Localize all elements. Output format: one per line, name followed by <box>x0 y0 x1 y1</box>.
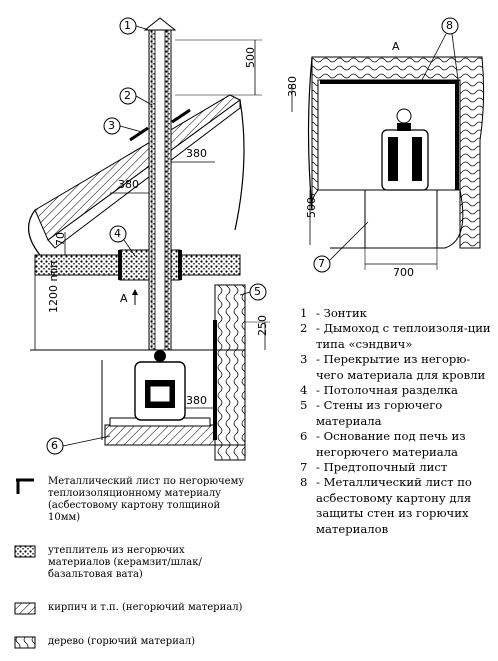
legend-item: 8- Металлический лист по асбестовому кар… <box>300 475 472 536</box>
callout-4 <box>109 225 136 257</box>
callout-5 <box>239 283 267 301</box>
callout-1 <box>119 17 150 35</box>
callout-4-label: 4 <box>114 227 121 240</box>
callout-6-label: 6 <box>51 439 58 452</box>
stove-base <box>104 424 216 446</box>
marker-a-plan: A <box>392 40 400 53</box>
callout-7-label: 7 <box>318 257 325 270</box>
callout-6 <box>46 435 111 455</box>
chimney-cap <box>143 17 177 31</box>
callout-3 <box>103 117 143 135</box>
dim-70: 70 <box>54 232 67 246</box>
key-brick: кирпич и т.п. (негорючий материал) <box>14 602 254 630</box>
wood-symbol <box>14 636 36 649</box>
right-wall <box>214 284 246 461</box>
callout-8-label: 8 <box>446 19 453 32</box>
legend-item: 3- Перекрытие из негорю-чего материала д… <box>300 352 486 382</box>
dim-380-roof: 380 <box>186 147 207 160</box>
callout-3-label: 3 <box>108 119 115 132</box>
legend-item: 6- Основание под печь из негорючего мате… <box>300 429 466 459</box>
dim-380-stove: 380 <box>186 394 207 407</box>
key-metal: Металлический лист по негорючему теплоиз… <box>14 476 254 526</box>
callout-5-label: 5 <box>254 285 261 298</box>
plan-pre-stove-sheet <box>364 189 438 249</box>
legend-item: 5- Стены из горючего материала <box>300 398 443 428</box>
legend: 1- Зонтик 2- Дымоход с теплоизоля-ции ти… <box>300 306 496 537</box>
callout-2-label: 2 <box>124 89 131 102</box>
brick-symbol <box>14 602 36 615</box>
dim-500-plan: 500 <box>305 197 318 218</box>
insulation-symbol <box>14 545 36 558</box>
metal-symbol <box>16 478 34 494</box>
legend-item: 4- Потолочная разделка <box>300 383 458 398</box>
legend-item: 2- Дымоход с теплоизоля-ции типа «сэндви… <box>300 321 491 351</box>
dim-380-plan: 380 <box>286 76 299 97</box>
marker-a-side: A <box>120 292 128 305</box>
dim-1200: 1200 min <box>47 261 60 313</box>
callout-1-label: 1 <box>124 19 131 32</box>
callout-2 <box>119 87 153 106</box>
legend-item: 7- Предтопочный лист <box>300 460 448 475</box>
dim-250: 250 <box>256 315 269 336</box>
callout-8 <box>421 17 459 81</box>
key-wood: дерево (горючий материал) <box>14 636 254 652</box>
dim-380-roof2: 380 <box>118 178 139 191</box>
legend-item: 1- Зонтик <box>300 306 367 320</box>
roof <box>34 94 241 241</box>
key-insulation: утеплитель из негорючих материалов (кера… <box>14 545 254 585</box>
dim-700: 700 <box>393 266 414 279</box>
dim-500-top: 500 <box>244 47 257 68</box>
callout-7 <box>313 221 369 273</box>
